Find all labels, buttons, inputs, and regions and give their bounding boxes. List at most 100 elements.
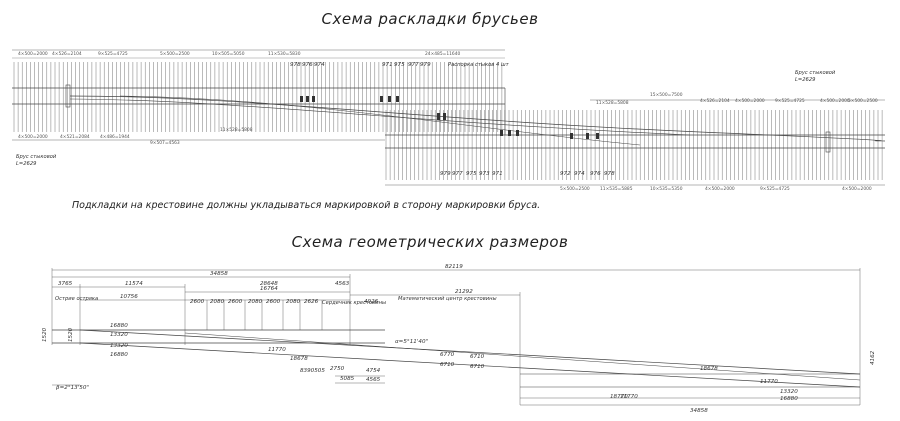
dimension-label: 13320 (110, 332, 128, 338)
dimension-label: 11770 (760, 379, 778, 385)
sleeper-mark: 971 (492, 171, 503, 177)
dimension-label: 82119 (445, 264, 463, 270)
sleeper-layout-drawing (12, 49, 886, 186)
dimension-label: 11×528=5808 (220, 127, 253, 133)
dimension-label: 2080 (286, 299, 301, 305)
switch-point-label: Острие остряка (55, 296, 98, 302)
dimension-label: 21292 (455, 289, 473, 295)
dimension-label: 11×530=5830 (268, 51, 301, 57)
sleeper-mark: 976 (590, 171, 601, 177)
joint-spacers-label: Распорка стыков 4 шт (448, 62, 510, 68)
dimension-label: 4×500=2000 (705, 186, 735, 192)
sleeper-mark: 974 (574, 171, 585, 177)
dimension-label: 13320 (110, 343, 128, 349)
dimension-label: 9×525=4725 (98, 51, 128, 57)
upper-right-dimensions: 11×528=5808 15×500=7500 4×526=2104 4×500=20… (596, 92, 878, 106)
right-offset-dim: 4162 (870, 350, 876, 365)
dimension-label: 2626 (304, 299, 319, 305)
dimension-label: 5085 (340, 376, 355, 382)
geometry-scheme-title: Схема геометрических размеров (291, 233, 569, 251)
geometry-inner-dimensions: 1688013320133201688011770186786770671067… (110, 323, 798, 402)
dimension-label: 4×500=2000 (842, 186, 872, 192)
right-joint-sleeper-length: L=2629 (795, 77, 815, 83)
frog-angle-label: α=5°11'40" (395, 339, 429, 345)
marking-note: Подкладки на крестовине должны укладыват… (72, 200, 541, 211)
dimension-label: 15×500=7500 (650, 92, 683, 98)
sleeper-mark: 975 (466, 171, 477, 177)
dimension-label: 6710 (470, 364, 485, 370)
dimension-label: 34858 (690, 408, 708, 414)
dimension-label: 5×500=2500 (848, 98, 878, 104)
dimension-label: 9×507=4563 (150, 140, 180, 146)
dimension-label: 6770 (440, 352, 455, 358)
upper-top-dimensions: 4×500=2000 4×526=2104 9×525=4725 5×500=2500… (18, 51, 460, 57)
sleeper-mark: 978 (604, 171, 615, 177)
dimension-label: 4×526=2104 (700, 98, 730, 104)
sleeper-mark: 979 (440, 171, 451, 177)
dimension-label: 11×528=5808 (596, 100, 629, 106)
left-joint-sleeper-length: L=2629 (16, 161, 36, 167)
dimension-label: 11×535=5885 (600, 186, 633, 192)
dimension-label: 4563 (335, 281, 350, 287)
dimension-label: 13320 (780, 389, 798, 395)
switch-angle-label: β=2°13'50" (56, 385, 89, 391)
dimension-label: 18678 (700, 366, 718, 372)
dimension-label: 4×500=2000 (18, 51, 48, 57)
sleeper-mark: 973 (479, 171, 490, 177)
dimension-label: 2600 (266, 299, 281, 305)
geometry-drawing (51, 268, 861, 406)
dimension-label: 9×525=4725 (775, 98, 805, 104)
dimension-label: 4×500=2000 (18, 134, 48, 140)
dimension-label: 2750 (330, 366, 345, 372)
frog-core-label: Сердечник крестовины (322, 300, 386, 306)
dimension-label: 2600 (228, 299, 243, 305)
dimension-label: 5×500=2500 (160, 51, 190, 57)
sleeper-mark: 975 (394, 62, 405, 68)
dimension-label: 6710 (470, 354, 485, 360)
dimension-label: 4565 (366, 377, 381, 383)
dimension-label: 4926 (364, 299, 379, 305)
sleeper-mark: 979 (420, 62, 431, 68)
dimension-label: 16880 (110, 352, 128, 358)
dimension-label: 4×500=2000 (735, 98, 765, 104)
sleeper-mark: 972 (560, 171, 571, 177)
dimension-label: 16764 (260, 286, 278, 292)
left-gauge-dim-1: 1520 (42, 327, 48, 342)
dimension-label: 2600 (190, 299, 205, 305)
sleeper-mark: 971 (382, 62, 393, 68)
dimension-label: 16880 (780, 396, 798, 402)
dimension-label: 18770 (610, 394, 628, 400)
layout-scheme-title: Схема раскладки брусьев (321, 10, 539, 28)
sleeper-mark: 977 (452, 171, 463, 177)
frog-math-center-label: Математический центр крестовины (398, 296, 497, 302)
right-joint-sleeper-label: Брус стыковой (795, 70, 836, 76)
dimension-label: 4×521=2084 (60, 134, 90, 140)
dimension-label: 10756 (120, 294, 138, 300)
dimension-label: 10×505=5050 (212, 51, 245, 57)
dimension-label: 11770 (268, 347, 286, 353)
dimension-label: 16880 (110, 323, 128, 329)
dimension-label: 11574 (125, 281, 143, 287)
dimension-label: 11770 (620, 394, 638, 400)
dimension-label: 8390505 (300, 368, 325, 374)
sleeper-mark: 978 (290, 62, 301, 68)
joint-sleeper-left (65, 84, 71, 108)
dimension-label: 4754 (366, 368, 381, 374)
sleeper-mark: 976 (302, 62, 313, 68)
dimension-label: 24×485=11640 (425, 51, 460, 57)
dimension-label: 6710 (440, 362, 455, 368)
dimension-label: 9×525=4725 (760, 186, 790, 192)
dimension-label: 10×535=5350 (650, 186, 683, 192)
left-joint-sleeper-label: Брус стыковой (16, 154, 57, 160)
dimension-label: 5×500=2500 (560, 186, 590, 192)
dimension-label: 4×526=2104 (52, 51, 82, 57)
dimension-label: 2080 (210, 299, 225, 305)
dimension-label: 34858 (210, 271, 228, 277)
dimension-label: 18678 (290, 356, 308, 362)
